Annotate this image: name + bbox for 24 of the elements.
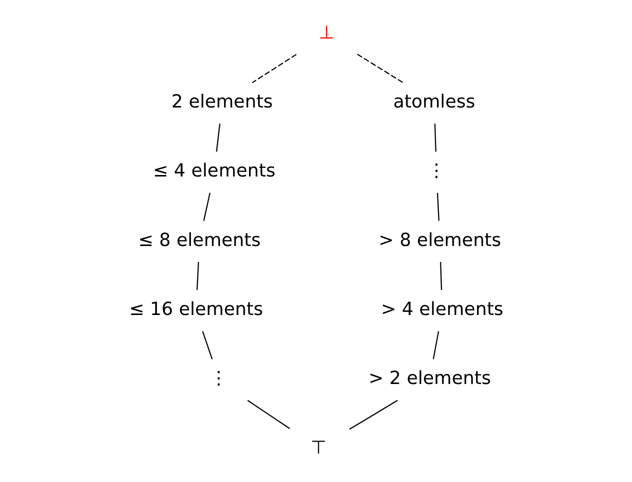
connector xyxy=(349,399,398,430)
node-text: ≤ 4 elements xyxy=(152,160,276,182)
node-text: atomless xyxy=(393,90,476,112)
connector xyxy=(357,53,404,83)
node-text: 2 elements xyxy=(171,90,273,112)
node-text: ⊤ xyxy=(310,436,326,458)
connector xyxy=(436,192,440,220)
node-text: ⋮ xyxy=(210,368,228,389)
connector xyxy=(252,53,297,83)
connector xyxy=(247,399,290,429)
connector xyxy=(440,261,442,290)
connector xyxy=(216,123,220,152)
node-text: ≤ 8 elements xyxy=(138,229,261,250)
connector xyxy=(434,123,436,152)
connector xyxy=(203,192,210,220)
node-text: ⋮ xyxy=(427,160,446,182)
connector xyxy=(432,330,440,359)
node-text: > 8 elements xyxy=(378,229,502,250)
node-text: > 4 elements xyxy=(380,298,504,320)
connector xyxy=(196,261,200,290)
node-text: > 2 elements xyxy=(368,368,491,389)
connector xyxy=(202,330,213,359)
node-text: ≤ 16 elements xyxy=(129,298,264,320)
node-text: ⊥ xyxy=(318,22,334,43)
